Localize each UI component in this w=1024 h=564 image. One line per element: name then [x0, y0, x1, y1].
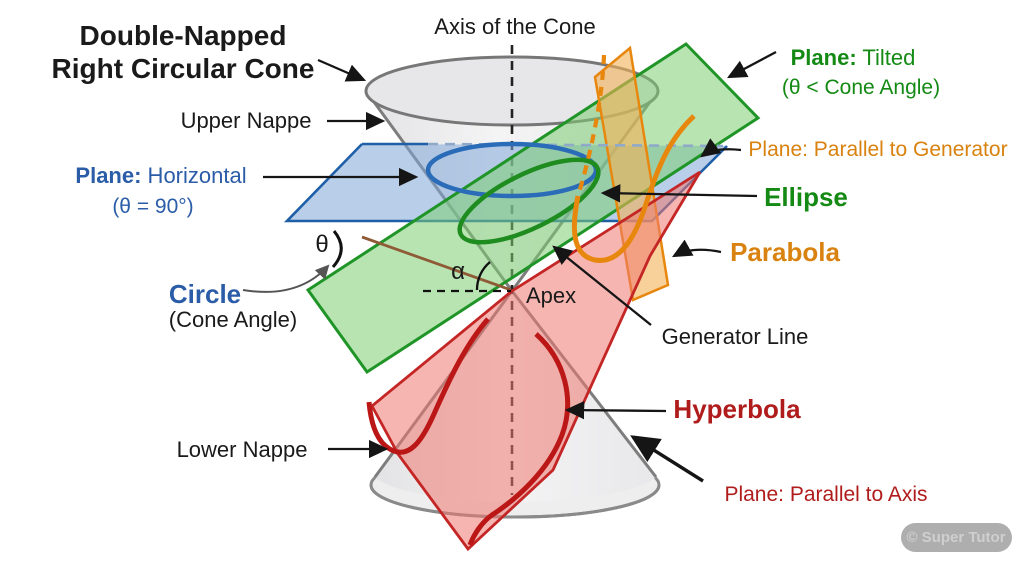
tilted-plane-sublabel: (θ < Cone Angle) — [782, 76, 940, 99]
upper-nappe-label: Upper Nappe — [181, 108, 312, 133]
generator-line-arrow — [552, 245, 652, 326]
generator-line-segment — [361, 235, 512, 292]
generator-line-label: Generator Line — [662, 324, 809, 349]
hyperbola-arrow — [564, 400, 667, 420]
tilted-plane-label-prefix: Plane: — [791, 45, 857, 70]
parabola-label: Parabola — [730, 237, 840, 267]
watermark-text: © Super Tutor — [906, 529, 1005, 546]
generator-parallel-plane-label: Plane: Parallel to Generator — [748, 138, 1007, 161]
horizontal-plane-label-rest: Horizontal — [141, 163, 246, 188]
ellipse-arrow — [600, 184, 758, 203]
ellipse-label: Ellipse — [764, 182, 848, 212]
circle-label: Circle — [169, 279, 241, 309]
tilted-plane-arrow — [726, 50, 777, 79]
ellipse-section-curve — [457, 157, 601, 245]
circle-sublabel: (Cone Angle) — [169, 307, 297, 332]
axis-label: Axis of the Cone — [434, 14, 595, 39]
hyperbola-label: Hyperbola — [673, 394, 801, 424]
alpha-symbol: α — [451, 258, 465, 285]
horizontal-plane-hidden-edge — [427, 142, 724, 148]
tilted-plane-shape — [305, 42, 761, 375]
watermark-pill — [901, 523, 1012, 552]
horizontal-plane-label: Plane: Horizontal — [75, 163, 246, 188]
horizontal-plane-sublabel: (θ = 90°) — [112, 195, 193, 218]
lower-nappe-label: Lower Nappe — [177, 437, 308, 462]
axis-parallel-plane-label: Plane: Parallel to Axis — [724, 483, 927, 506]
apex-label: Apex — [526, 283, 576, 308]
generator-parallel-plane-arrow — [700, 138, 742, 158]
theta-angle-arc — [331, 230, 343, 268]
diagram-title-line1: Double-Napped — [80, 20, 287, 51]
tilted-plane-label-rest: Tilted — [857, 45, 916, 70]
axis-parallel-plane-arrow — [630, 435, 704, 483]
axis-parallel-plane-shape — [370, 170, 702, 552]
parabola-arrow — [671, 239, 722, 258]
alpha-angle-arc — [475, 261, 491, 291]
tilted-plane-label: Plane: Tilted — [791, 45, 916, 70]
watermark: © Super Tutor — [901, 523, 1012, 552]
hyperbola-branch-right — [467, 332, 571, 546]
diagram-title-line2: Right Circular Cone — [52, 53, 315, 84]
title-arrow — [317, 58, 367, 82]
horizontal-plane-label-prefix: Plane: — [75, 163, 141, 188]
theta-symbol: θ — [315, 231, 328, 258]
parabola-curve — [571, 54, 696, 263]
circle-theta-leader — [242, 264, 330, 293]
hyperbola-branch-left — [366, 317, 490, 455]
hyperbola-curves — [366, 317, 571, 546]
